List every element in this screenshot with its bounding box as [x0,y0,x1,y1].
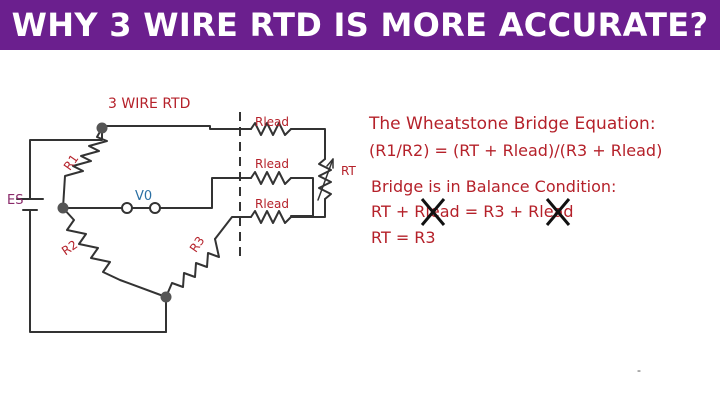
r3-resistor [165,238,220,298]
v0-terminal-left [121,202,133,214]
es-label: ES [7,193,23,208]
rlead-bottom-resistor [250,210,292,224]
rt-arrow-head [326,158,334,169]
node-left [57,202,69,214]
r2-label: R2 [59,238,80,259]
node-top [96,122,108,134]
wire-top [101,125,252,130]
balance-equation: RT + Rlead = R3 + Rlead [371,202,574,221]
wheatstone-equation: (R1/R2) = (RT + Rlead)/(R3 + Rlead) [369,141,663,160]
wire-mid-right [290,177,314,217]
circuit-title: 3 WIRE RTD [108,96,190,112]
r2-resistor [62,207,167,298]
v0-terminal-right [149,202,161,214]
rlead-top-resistor [250,122,292,136]
r3-label: R3 [187,234,208,255]
wire-left-bottom [29,209,167,333]
balance-heading: Bridge is in Balance Condition: [371,177,617,196]
title-banner: WHY 3 WIRE RTD IS MORE ACCURATE? [0,0,720,50]
equation-title: The Wheatstone Bridge Equation: [369,114,656,134]
cancel-mark-right [545,198,571,226]
footer-dash: - [637,363,641,377]
v0-label: V0 [135,189,152,204]
wire-bottom-left [214,216,252,240]
rlead-mid-resistor [250,171,292,185]
banner-title: WHY 3 WIRE RTD IS MORE ACCURATE? [11,6,709,44]
rlead-top-label: Rlead [255,115,289,129]
wire-top-right [290,128,326,160]
wire-left-top [29,127,103,200]
wire-rt-bottom [290,198,326,218]
node-bottom [160,291,172,303]
rt-label: RT [341,164,356,178]
rlead-mid-label: Rlead [255,157,289,171]
r1-resistor [62,127,108,209]
result-equation: RT = R3 [371,228,436,247]
rt-arrow-line [317,158,334,201]
cancel-mark-left [420,198,446,226]
wire-v0-right [159,177,252,209]
rlead-bottom-label: Rlead [255,197,289,211]
